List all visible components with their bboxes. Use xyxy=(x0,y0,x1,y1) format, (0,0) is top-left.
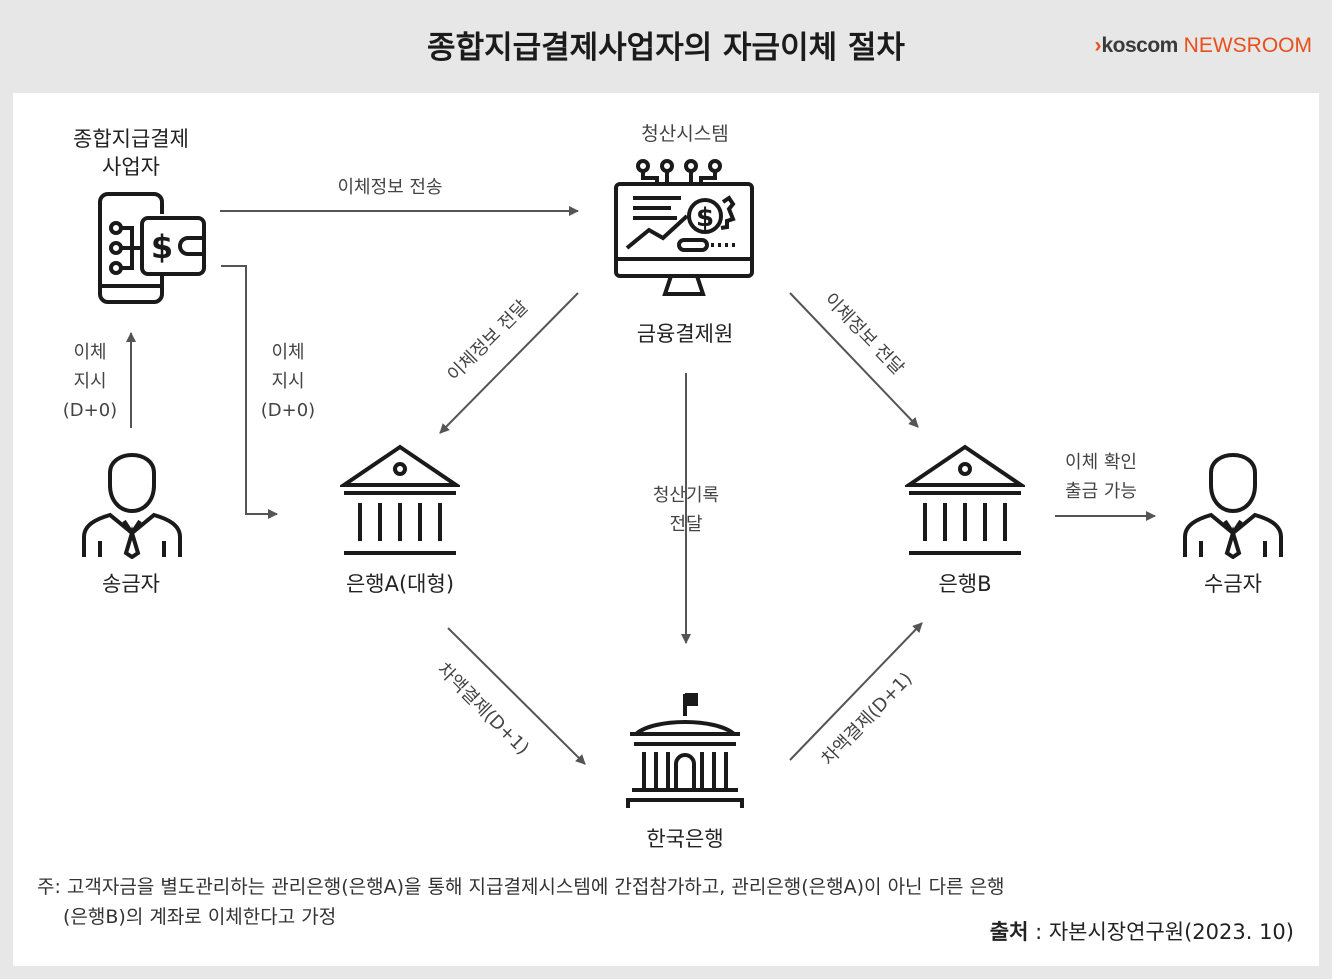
footnote: 주: 고객자금을 별도관리하는 관리은행(은행A)을 통해 지급결제시스템에 간… xyxy=(37,872,1005,932)
brand-name: koscom xyxy=(1101,34,1178,57)
footnote-line-2: (은행B)의 계좌로 이체한다고 가정 xyxy=(63,906,337,928)
edge-confirm-withdraw: 이체 확인 출금 가능 xyxy=(1065,452,1137,502)
node-kftc-label: 금융결제원 xyxy=(636,322,734,346)
arrow-kftc-to-bank-b xyxy=(789,292,919,428)
arrow-bok-to-bank-b xyxy=(789,622,923,761)
phone-wallet-icon: $ xyxy=(98,192,206,304)
arrow-operator-to-bank-a xyxy=(221,265,278,519)
page-title: 종합지급결제사업자의 자금이체 절차 xyxy=(427,30,905,66)
node-sender-label: 송금자 xyxy=(102,572,160,596)
arrow-bank-a-to-bok xyxy=(447,627,586,765)
diagram-panel xyxy=(13,93,1319,966)
svg-text:$: $ xyxy=(696,203,714,233)
node-clearing-system-label: 청산시스템 xyxy=(641,123,729,145)
person-icon-receiver xyxy=(1183,453,1283,559)
node-bok-label: 한국은행 xyxy=(646,827,724,851)
node-bank-b-label: 은행B xyxy=(938,572,992,596)
node-operator-label: 종합지급결제 사업자 xyxy=(73,127,189,179)
edge-clearing-record: 청산기록 전달 xyxy=(652,485,720,535)
bank-icon-b xyxy=(905,444,1025,555)
node-bank-a-label: 은행A(대형) xyxy=(345,572,455,596)
edge-transfer-order-right: 이체 지시 (D+0) xyxy=(260,342,316,421)
source-credit: 출처 : 자본시장연구원(2023. 10) xyxy=(990,916,1294,946)
bank-icon-a xyxy=(340,444,460,555)
brand-suffix: NEWSROOM xyxy=(1183,34,1312,57)
person-icon-sender xyxy=(82,453,182,559)
source-text: : 자본시장연구원(2023. 10) xyxy=(1028,920,1294,944)
brand-chevron: › xyxy=(1094,34,1102,57)
brand-logo[interactable]: ›koscom NEWSROOM xyxy=(1094,34,1312,58)
arrow-kftc-to-bank-a xyxy=(439,292,579,434)
central-bank-icon xyxy=(626,693,744,808)
computer-monitor-icon: $ xyxy=(614,159,754,296)
source-label: 출처 xyxy=(989,920,1029,944)
edge-transfer-info-send: 이체정보 전송 xyxy=(337,177,443,198)
node-receiver-label: 수금자 xyxy=(1204,572,1262,596)
svg-text:$: $ xyxy=(151,228,173,266)
footnote-line-1: 주: 고객자금을 별도관리하는 관리은행(은행A)을 통해 지급결제시스템에 간… xyxy=(37,876,1005,898)
edge-transfer-order-left: 이체 지시 (D+0) xyxy=(62,342,118,421)
